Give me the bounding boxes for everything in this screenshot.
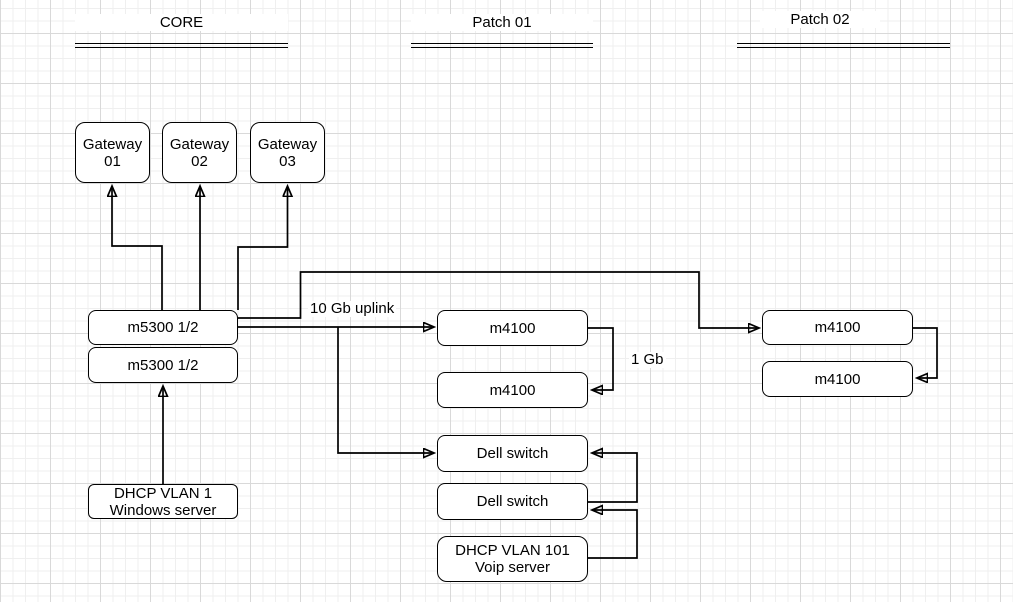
edge-m5300-to-gateway03[interactable]: [237, 186, 288, 310]
section-title-core[interactable]: CORE: [75, 14, 288, 31]
node-m5300-bottom[interactable]: m5300 1/2: [88, 347, 238, 383]
node-gateway-02[interactable]: Gateway 02: [162, 122, 237, 183]
section-title-patch01[interactable]: Patch 01: [411, 14, 593, 31]
node-label: m4100: [489, 381, 536, 399]
edge-m4100p1top-to-m4100p1bottom[interactable]: [588, 327, 614, 390]
node-label: Dell switch: [476, 445, 549, 462]
node-dell-switch-1[interactable]: Dell switch: [437, 435, 588, 472]
node-label: Voip server: [474, 559, 551, 576]
edge-dellswitch2-to-dellswitch1[interactable]: [588, 453, 638, 503]
node-m5300-top[interactable]: m5300 1/2: [88, 310, 238, 345]
node-m4100-patch02-bottom[interactable]: m4100: [762, 361, 913, 397]
node-m4100-patch01-bottom[interactable]: m4100: [437, 372, 588, 408]
section-underline-patch01: [411, 43, 593, 48]
edge-m5300-to-gateway01[interactable]: [112, 186, 163, 310]
node-label: 03: [279, 152, 296, 170]
node-label: Gateway: [169, 135, 230, 153]
edge-label-10gb-uplink[interactable]: 10 Gb uplink: [308, 300, 397, 317]
node-label: m5300 1/2: [127, 319, 199, 336]
node-label: 02: [191, 152, 208, 170]
edge-dhcpvlan101-to-dellswitch2[interactable]: [588, 510, 638, 559]
node-label: DHCP VLAN 1: [113, 484, 213, 502]
node-label: Dell switch: [476, 493, 549, 510]
node-label: 01: [104, 152, 121, 170]
node-label: Windows server: [109, 501, 217, 519]
node-label: Gateway: [82, 135, 143, 153]
node-dhcp-vlan-1[interactable]: DHCP VLAN 1 Windows server: [88, 484, 238, 519]
node-label: DHCP VLAN 101: [455, 542, 570, 559]
node-label: m4100: [814, 370, 861, 388]
section-underline-core: [75, 43, 288, 48]
section-title-patch02[interactable]: Patch 02: [760, 11, 880, 28]
node-dell-switch-2[interactable]: Dell switch: [437, 483, 588, 520]
node-label: m4100: [489, 319, 536, 337]
edge-m5300-to-dellswitch1[interactable]: [337, 327, 434, 453]
edge-label-1gb[interactable]: 1 Gb: [629, 351, 666, 368]
node-gateway-03[interactable]: Gateway 03: [250, 122, 325, 183]
node-gateway-01[interactable]: Gateway 01: [75, 122, 150, 183]
node-label: m5300 1/2: [127, 356, 199, 374]
node-label: Gateway: [257, 135, 318, 153]
node-label: m4100: [814, 319, 861, 336]
edge-m5300-to-m4100-patch02[interactable]: [238, 271, 759, 328]
node-dhcp-vlan-101[interactable]: DHCP VLAN 101 Voip server: [437, 536, 588, 582]
node-m4100-patch01-top[interactable]: m4100: [437, 310, 588, 346]
edge-m4100p2top-to-m4100p2bottom[interactable]: [913, 327, 938, 378]
node-m4100-patch02-top[interactable]: m4100: [762, 310, 913, 345]
section-underline-patch02: [737, 43, 950, 48]
